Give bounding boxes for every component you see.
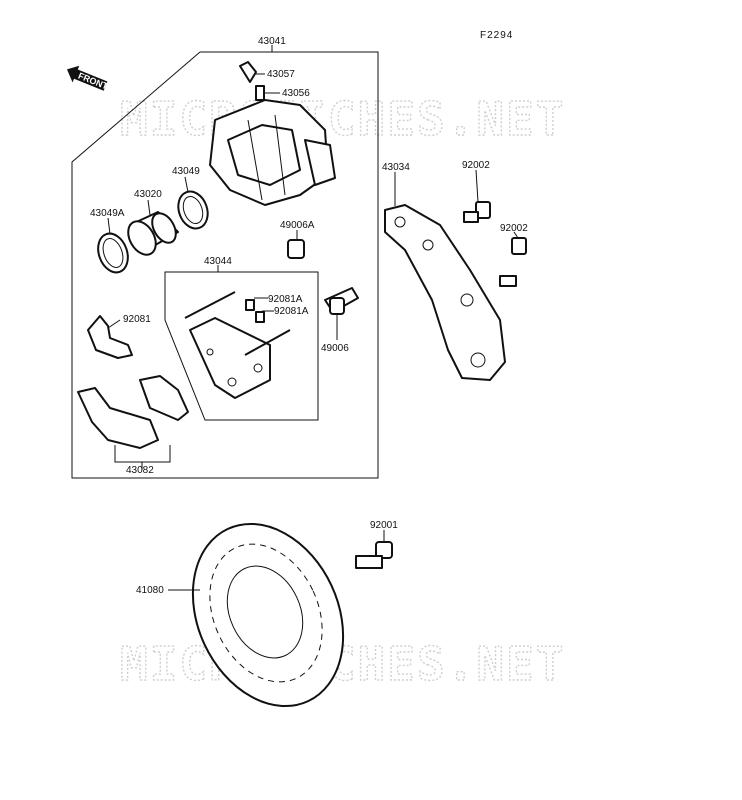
label-49006: 49006 (321, 343, 349, 354)
pad-spring-icon (87, 315, 133, 359)
bleeder-valve-icon (255, 85, 265, 101)
label-49006a: 49006A (280, 220, 315, 231)
brake-pad-front (139, 375, 189, 421)
label-43041: 43041 (258, 36, 286, 47)
label-41080: 41080 (136, 585, 164, 596)
pin-92081a-upper (245, 299, 255, 311)
label-92001: 92001 (370, 520, 398, 531)
pin-92081a-lower (255, 311, 265, 323)
label-43049a: 43049A (90, 208, 125, 219)
caliper-bracket (184, 291, 291, 399)
front-arrow-icon: FRONT (67, 65, 110, 92)
brake-disc (191, 522, 345, 708)
piston-icon (127, 211, 179, 256)
caliper-body (209, 99, 336, 206)
bolt-92002-lower (499, 237, 527, 287)
label-43020: 43020 (134, 189, 162, 200)
caliper-assembly-outline (71, 51, 379, 479)
label-92081a-upper: 92081A (268, 294, 303, 305)
label-43049: 43049 (172, 166, 200, 177)
caliper-mount-bracket (384, 204, 506, 381)
label-92002-upper: 92002 (462, 160, 490, 171)
bracket-assembly-outline (164, 271, 319, 421)
leader-lines (107, 45, 519, 591)
label-92081a-lower: 92081A (274, 306, 309, 317)
piston-seal-ring (177, 190, 209, 230)
diagram-code: F2294 (480, 30, 513, 41)
bleeder-cap-icon (239, 61, 257, 83)
label-43044: 43044 (204, 256, 232, 267)
label-92081: 92081 (123, 314, 151, 325)
label-43057: 43057 (267, 69, 295, 80)
boot-49006a-icon (287, 239, 305, 259)
label-43056: 43056 (282, 88, 310, 99)
disc-bolt-92001 (355, 541, 393, 569)
watermark-top: MICROFICHES.NET (120, 92, 565, 146)
label-43034: 43034 (382, 162, 410, 173)
front-label: FRONT (77, 71, 110, 92)
label-43082: 43082 (126, 465, 154, 476)
brake-pad-rear (77, 387, 159, 449)
bolt-92002-upper (463, 201, 491, 223)
slide-pin-icon (324, 287, 359, 315)
label-92002-lower: 92002 (500, 223, 528, 234)
dust-seal-ring (97, 232, 129, 274)
